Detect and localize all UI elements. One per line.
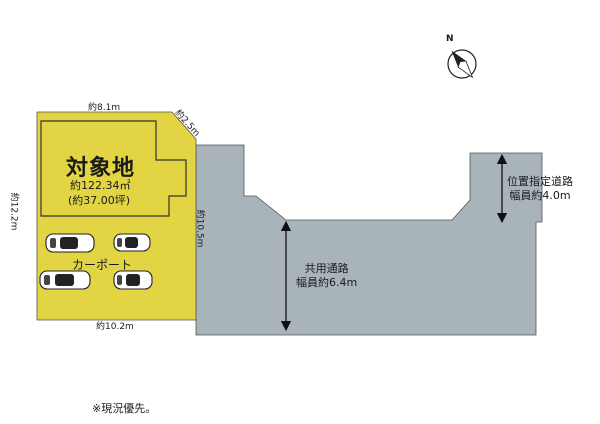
car-icon-2 xyxy=(113,233,151,252)
building-footprint xyxy=(40,120,187,217)
shared-road xyxy=(195,144,543,336)
shared-road-width: 幅員約6.4m xyxy=(296,276,358,289)
dim-top: 約8.1m xyxy=(88,103,121,113)
car-icon-4 xyxy=(113,270,153,290)
dim-frontage: 約10.5m xyxy=(194,209,205,248)
note-current-condition: ※現況優先。 xyxy=(92,402,157,415)
shared-road-label: 共用通路 幅員約6.4m xyxy=(296,262,357,290)
carport-label: カーポート xyxy=(72,258,133,272)
subject-title: 対象地 xyxy=(66,156,136,181)
designated-road-width: 幅員約4.0m xyxy=(509,189,571,202)
shared-road-name: 共用通路 xyxy=(304,262,349,275)
car-icon-3 xyxy=(39,270,91,290)
subject-area-sqm: 約122.34㎡ xyxy=(70,179,131,192)
north-label: N xyxy=(446,34,454,44)
car-icon-1 xyxy=(45,233,95,253)
subject-area-tsubo: (約37.00坪) xyxy=(68,194,131,207)
designated-road-label: 位置指定道路 幅員約4.0m xyxy=(507,175,573,203)
designated-road-name: 位置指定道路 xyxy=(507,175,573,188)
dim-left: 約12.2m xyxy=(8,192,19,231)
dim-bottom: 約10.2m xyxy=(96,322,134,332)
compass-icon xyxy=(447,49,477,79)
